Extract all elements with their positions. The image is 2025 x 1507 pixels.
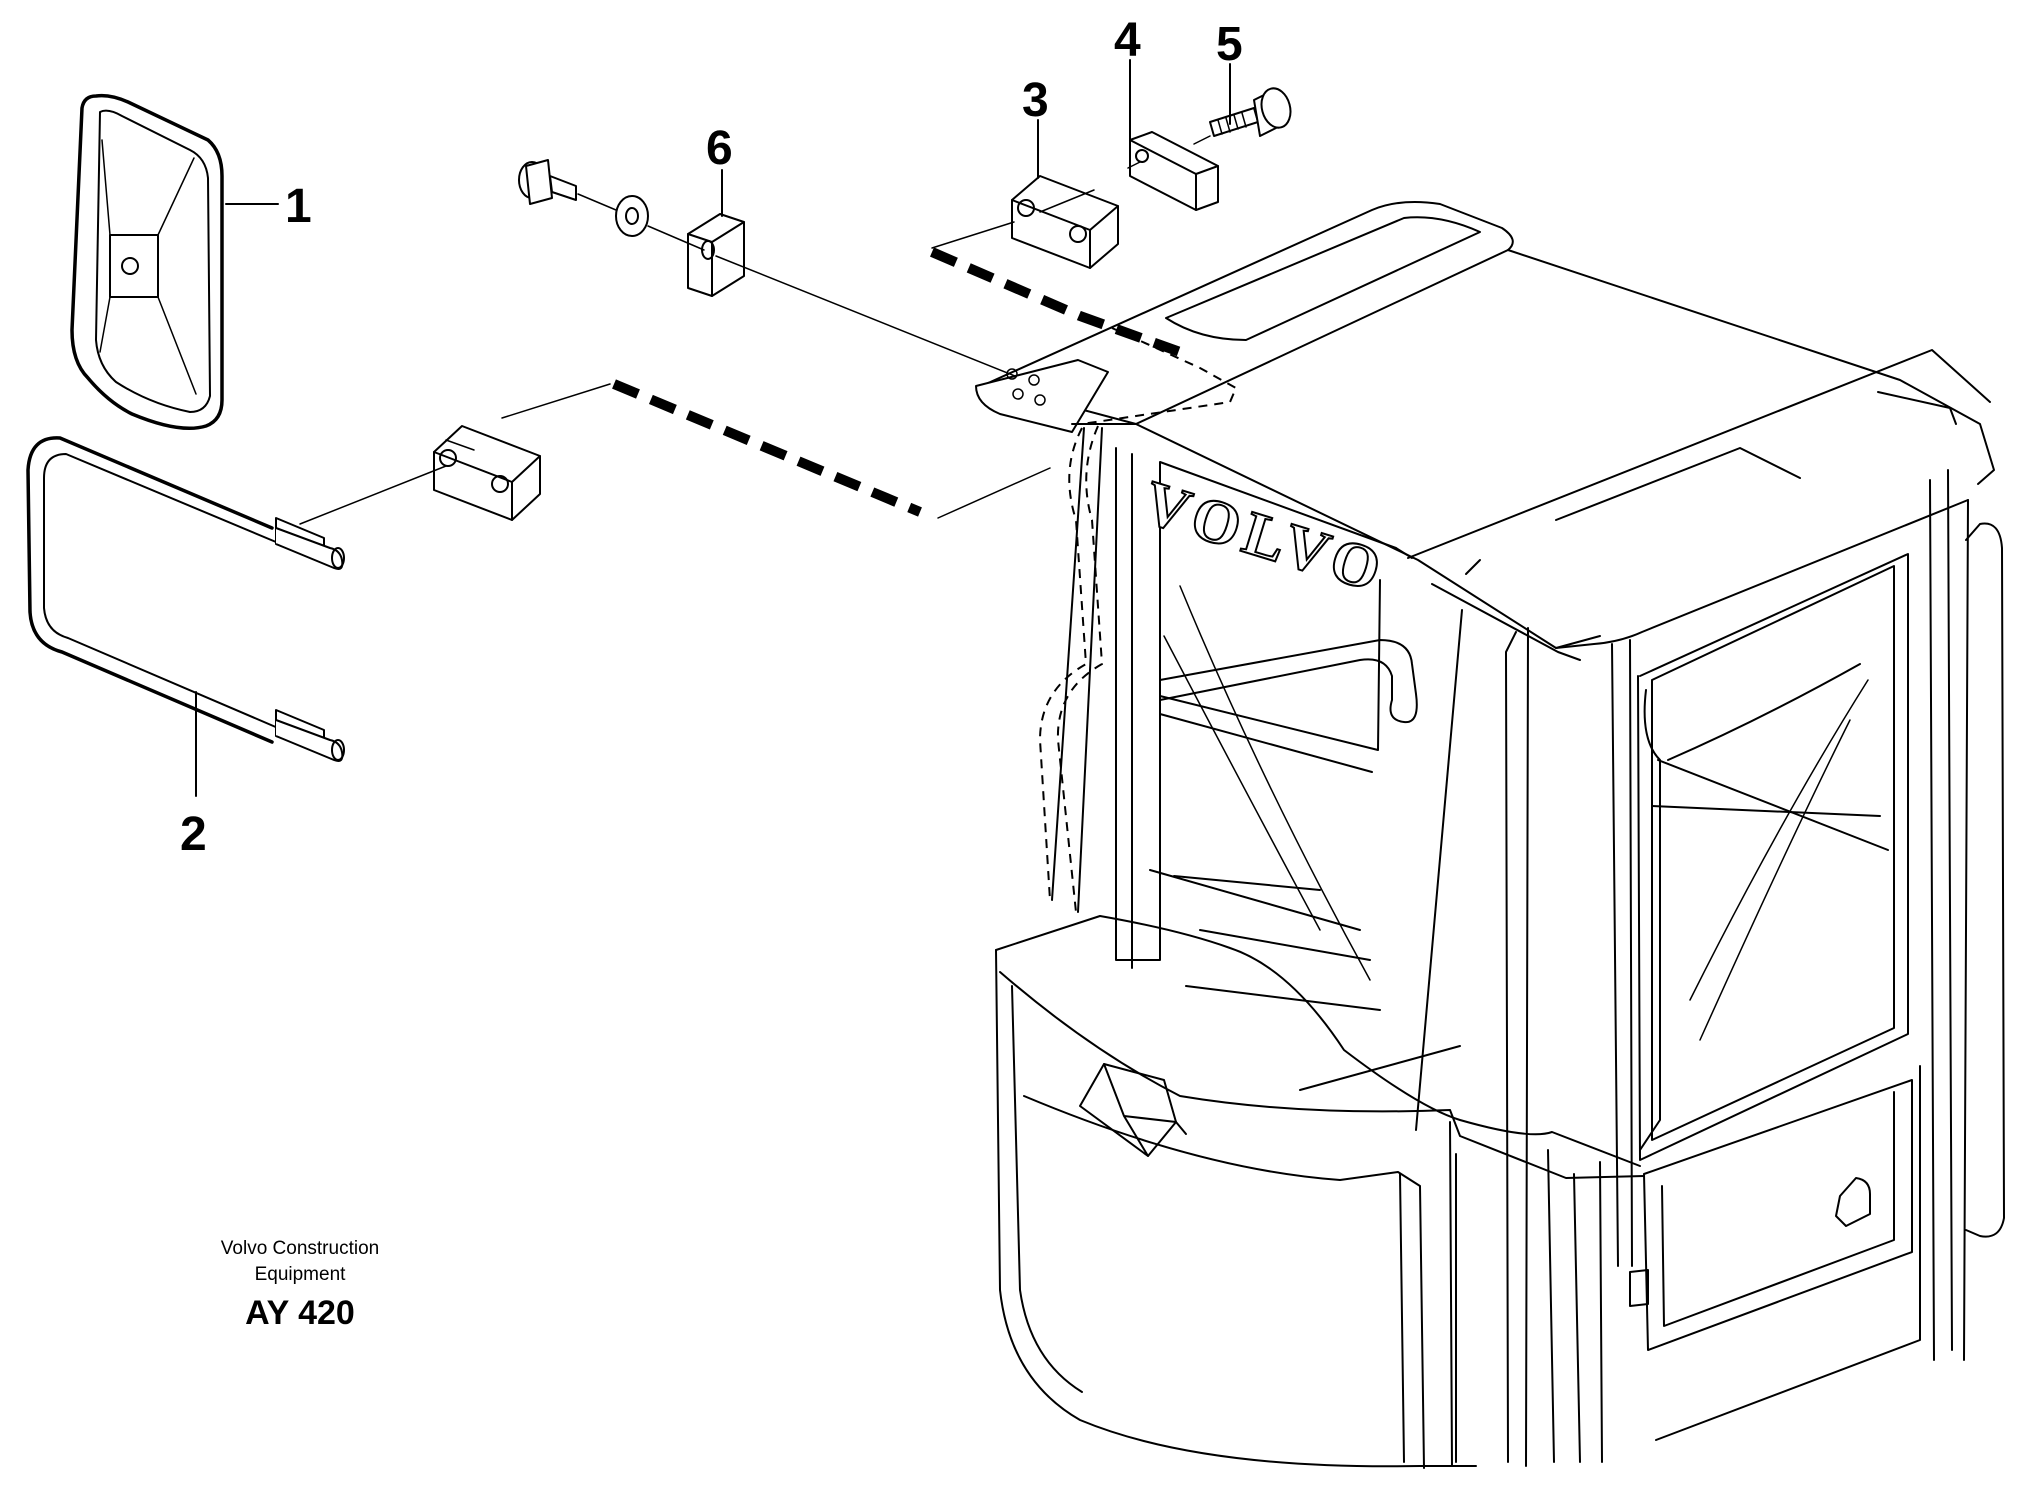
- lower-clamp-part: [433, 425, 541, 521]
- callout-6: 6: [706, 122, 733, 175]
- callout-5: 5: [1216, 18, 1243, 71]
- upper-plate-part: [1129, 131, 1219, 211]
- upper-clamp-part: [1011, 175, 1119, 269]
- caption-line-1: Volvo Construction: [221, 1238, 379, 1259]
- assembly-lines: [299, 135, 1238, 913]
- cab-body: VOLVO: [975, 201, 2005, 1469]
- callout-1: 1: [285, 180, 312, 233]
- callout-2: 2: [180, 808, 207, 861]
- drawing-code: AY 420: [245, 1294, 355, 1332]
- callout-4: 4: [1114, 14, 1141, 67]
- mirror-arm-part: [26, 436, 345, 762]
- upper-bolt-part: [1209, 87, 1292, 137]
- middle-bolt-part: [518, 159, 649, 237]
- middle-plate-part: [687, 213, 745, 297]
- callout-3: 3: [1022, 74, 1049, 127]
- cab-volvo-logo: VOLVO: [1136, 468, 1394, 606]
- callout-leaders: [195, 59, 1231, 797]
- caption-line-2: Equipment: [255, 1264, 347, 1285]
- mirror-part: [70, 93, 224, 430]
